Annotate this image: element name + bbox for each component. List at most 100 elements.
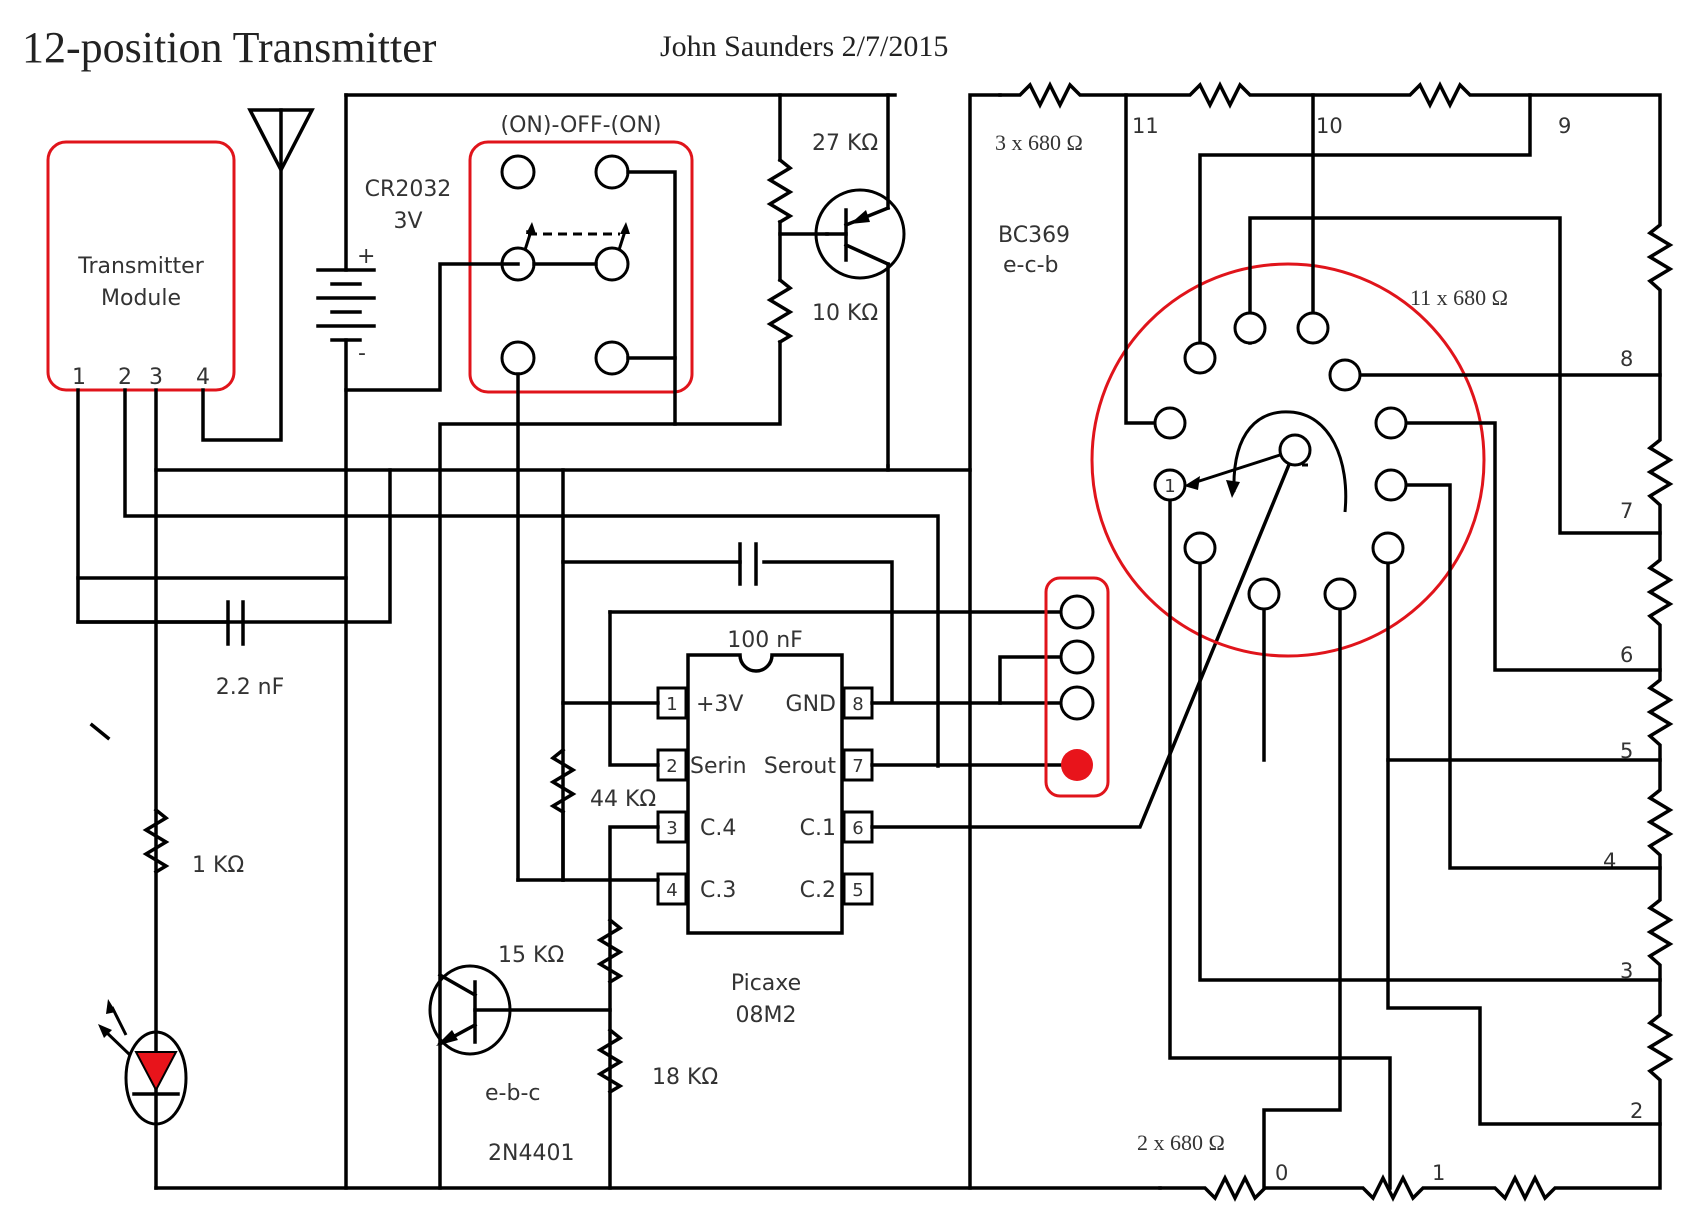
position-1: 1 [1432, 1161, 1445, 1185]
rotary-terminal [1328, 358, 1362, 392]
rotary-terminal [1374, 406, 1408, 440]
position-10: 10 [1316, 114, 1343, 138]
chip-pin-3-num: 3 [666, 818, 677, 839]
position-2: 2 [1630, 1099, 1643, 1123]
capacitor-100n-icon [738, 542, 758, 586]
led-circuit [98, 807, 188, 1126]
resistor-ladder [998, 81, 1674, 1202]
chip-pin-4-label: C.3 [700, 878, 736, 903]
diagram-title: 12-position Transmitter [22, 23, 437, 72]
bias-divider [438, 93, 829, 1190]
battery-minus: - [358, 341, 366, 366]
battery-icon [316, 93, 376, 1190]
position-9: 9 [1558, 114, 1571, 138]
chip-pin-5-label: C.2 [800, 878, 836, 903]
rotary-switch-outline [1090, 262, 1486, 658]
rotary-wiper-terminal [1278, 433, 1312, 467]
battery-voltage: 3V [393, 209, 422, 234]
rotary-wiper-label: 1 [1164, 476, 1175, 497]
rotary-terminal [1296, 311, 1330, 345]
chip-pin-3-label: C.4 [700, 816, 736, 841]
q2-pinout: e-b-c [485, 1081, 540, 1106]
chip-pin-6-label: C.1 [800, 816, 836, 841]
header-pin-1-marker [1061, 749, 1093, 781]
right-chain-label: 11 x 680 Ω [1410, 285, 1508, 310]
battery-label: CR2032 [365, 177, 452, 202]
r18k-label: 18 KΩ [652, 1065, 718, 1090]
top-chain-label: 3 x 680 Ω [995, 130, 1083, 155]
transmitter-module: Transmitter Module 1 2 3 4 [46, 140, 236, 392]
led-icon [124, 1030, 188, 1126]
r15k-label: 15 KΩ [498, 943, 564, 968]
switch-terminal [594, 154, 630, 190]
chip-model: 08M2 [736, 1003, 797, 1028]
tx-pin-2: 2 [118, 365, 132, 390]
tx-pin-1: 1 [72, 365, 86, 390]
chip-pin-1-label: +3V [696, 692, 743, 717]
position-3: 3 [1620, 959, 1633, 983]
rotary-terminal [1247, 577, 1281, 611]
rotary-terminal [1233, 311, 1267, 345]
r44k-label: 44 KΩ [590, 787, 656, 812]
tx-pin-3: 3 [149, 365, 163, 390]
transmitter-module-label-1: Transmitter [77, 254, 204, 279]
position-7: 7 [1620, 499, 1633, 523]
switch-outline [468, 140, 694, 394]
chip-name: Picaxe [731, 971, 801, 996]
switch-terminal [594, 246, 630, 282]
position-8: 8 [1620, 347, 1633, 371]
chip-pin-6-num: 6 [852, 818, 863, 839]
author-date: John Saunders 2/7/2015 [660, 30, 948, 63]
picaxe-chip: 100 nF 1 2 3 4 8 7 6 5 +3V Serin C.4 C.3… [656, 628, 874, 1028]
chip-pin-8-num: 8 [852, 694, 863, 715]
resistor-10k-icon [766, 277, 794, 345]
header-pin [1059, 639, 1095, 675]
chip-pin-8-label: GND [786, 692, 836, 717]
rotary-terminal [1323, 577, 1357, 611]
rotary-terminal [1183, 341, 1217, 375]
switch-terminal [500, 340, 536, 376]
wiring-left [76, 93, 1002, 1190]
resistor-1k-icon [142, 807, 170, 875]
position-0: 0 [1275, 1161, 1288, 1185]
bottom-chain-label: 2 x 680 Ω [1137, 1130, 1225, 1155]
r1k-label: 1 KΩ [192, 853, 244, 878]
stray-mark [89, 722, 111, 741]
rotary-terminal [1374, 468, 1408, 502]
rotation-arrow-icon [1232, 410, 1348, 513]
rotary-terminal-1 [1153, 468, 1187, 502]
switch-label: (ON)-OFF-(ON) [501, 113, 662, 138]
chip-pin-7-num: 7 [852, 756, 863, 777]
position-11: 11 [1132, 114, 1159, 138]
transistor-2n4401-icon [428, 964, 612, 1056]
c-2n2-label: 2.2 nF [216, 675, 285, 700]
header-outline [1044, 576, 1110, 798]
chip-pin-2-label: Serin [690, 754, 747, 779]
wiring-chip [516, 447, 1298, 1190]
bc369-pinout: e-c-b [1003, 253, 1058, 278]
resistor-27k-icon [766, 157, 794, 225]
r27k-label: 27 KΩ [812, 131, 878, 156]
header-pin [1059, 685, 1095, 721]
chip-pin-4-num: 4 [666, 880, 677, 901]
rotary-terminal [1371, 531, 1405, 565]
chip-pin-5-num: 5 [852, 880, 863, 901]
r10k-label: 10 KΩ [812, 301, 878, 326]
chip-pin-2-num: 2 [666, 756, 677, 777]
switch-terminal [594, 340, 630, 376]
header-pin [1059, 594, 1095, 630]
transmitter-module-label-2: Module [101, 286, 181, 311]
switch-terminal [500, 154, 536, 190]
battery-plus: + [357, 244, 375, 269]
antenna-icon [201, 108, 315, 442]
position-5: 5 [1620, 739, 1633, 763]
position-6: 6 [1620, 643, 1633, 667]
q2-part: 2N4401 [488, 1141, 574, 1166]
dpdt-switch: (ON)-OFF-(ON) [344, 113, 694, 882]
chip-pin-1-num: 1 [666, 694, 677, 715]
c-100n-label: 100 nF [727, 628, 803, 653]
chip-pin-7-label: Serout [764, 754, 836, 779]
capacitor-2n2-icon [76, 600, 245, 646]
transistor-bc369-icon [814, 93, 906, 468]
